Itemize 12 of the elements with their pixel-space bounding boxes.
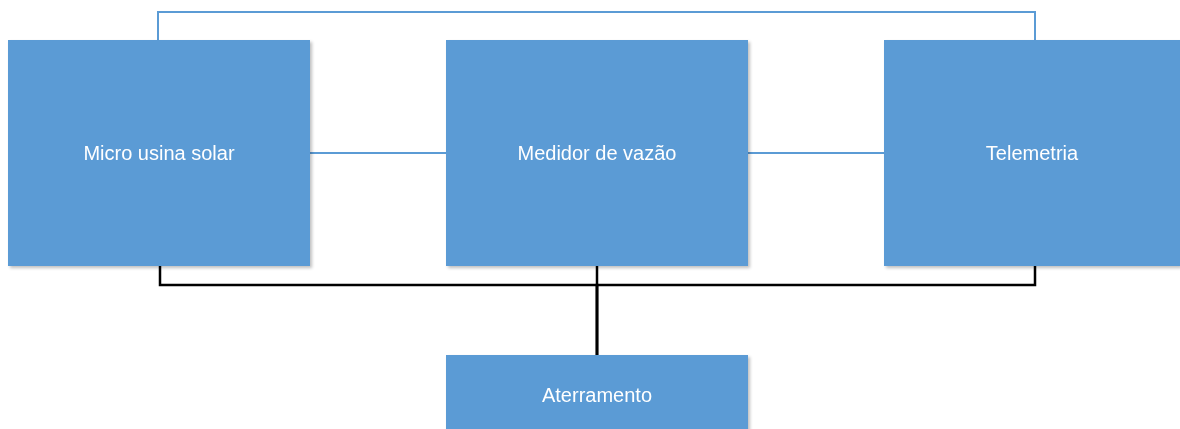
node-label: Telemetria — [985, 141, 1079, 165]
node-label: Micro usina solar — [83, 141, 235, 165]
process-box — [446, 40, 748, 266]
connector-line — [309, 152, 447, 154]
connector-line — [595, 266, 1037, 355]
process-box — [884, 40, 1180, 266]
connector-line — [157, 11, 1036, 41]
process-box — [446, 355, 748, 429]
connector-line — [747, 152, 885, 154]
node-label: Aterramento — [541, 383, 653, 407]
process-box — [8, 40, 310, 266]
node-label: Medidor de vazão — [517, 141, 677, 165]
